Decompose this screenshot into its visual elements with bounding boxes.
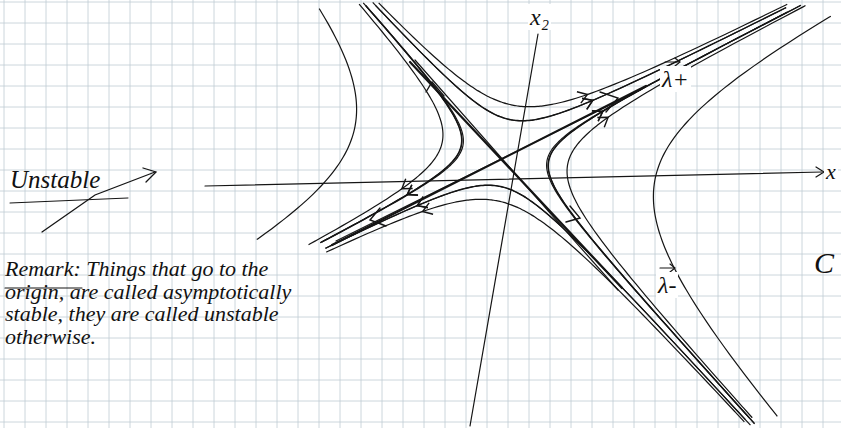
trajectory: [547, 12, 788, 424]
direction-arrow: [577, 92, 587, 103]
grid-line: [445, 0, 446, 428]
axis-label: x₂: [528, 4, 551, 30]
grid-line: [781, 0, 782, 428]
vector-arrow: [670, 264, 675, 272]
trajectory: [320, 3, 462, 243]
grid-line: [256, 0, 257, 428]
grid-line: [823, 0, 824, 428]
grid-line: [193, 0, 194, 428]
grid-line: [0, 191, 841, 192]
grid-line: [46, 0, 47, 428]
note-text: Remark: Things that go to the origin, ar…: [5, 258, 305, 348]
grid-line: [298, 0, 299, 428]
vector-arrow: [665, 61, 679, 62]
underline: [10, 198, 128, 203]
grid-line: [466, 0, 467, 428]
trajectory: [257, 9, 357, 240]
vector-arrow: [675, 58, 680, 66]
eigen-line: [332, 86, 646, 245]
grid-line: [0, 23, 841, 24]
grid-line: [109, 0, 110, 428]
grid-line: [739, 0, 740, 428]
trajectory: [548, 5, 801, 417]
trajectory: [309, 4, 443, 245]
grid-line: [0, 401, 841, 402]
trajectory: [653, 16, 830, 416]
grid-line: [214, 0, 215, 428]
trajectory: [326, 199, 744, 421]
axis-label: C: [814, 246, 834, 279]
grid-line: [277, 0, 278, 428]
grid-line: [487, 0, 488, 428]
trajectory: [320, 6, 461, 243]
trajectory: [325, 185, 745, 420]
grid-line: [802, 0, 803, 428]
grid-line: [592, 0, 593, 428]
grid-line: [0, 359, 841, 360]
grid-line: [718, 0, 719, 428]
trajectory: [375, 5, 786, 121]
grid-line: [382, 0, 383, 428]
grid-line: [235, 0, 236, 428]
grid-line: [0, 86, 841, 87]
grid-line: [0, 107, 841, 108]
direction-arrow: [407, 185, 418, 195]
trajectory: [379, 3, 788, 107]
direction-arrow: [582, 98, 593, 109]
direction-arrow: [566, 206, 580, 222]
direction-arrow: [582, 98, 593, 109]
grid-line: [634, 0, 635, 428]
grid-line: [0, 338, 841, 339]
grid-line: [151, 0, 152, 428]
grid-line: [613, 0, 614, 428]
x2-axis: [470, 34, 538, 426]
vector-arrow: [660, 267, 674, 268]
grid-line: [760, 0, 761, 428]
direction-arrow: [426, 82, 444, 96]
grid-line: [88, 0, 89, 428]
grid-line: [0, 2, 841, 3]
grid-line: [0, 233, 841, 234]
grid-line: [130, 0, 131, 428]
grid-line: [0, 170, 841, 171]
axis-arrowhead: [816, 167, 824, 177]
trajectory: [373, 2, 786, 120]
direction-arrow: [370, 208, 386, 226]
grid-line: [508, 0, 509, 428]
grid-line: [0, 149, 841, 150]
grid-line: [25, 0, 26, 428]
grid-line: [319, 0, 320, 428]
grid-line: [0, 422, 841, 423]
grid-line: [424, 0, 425, 428]
pointer-arrow: [143, 168, 156, 182]
direction-arrow: [600, 92, 618, 112]
eigen-line: [415, 60, 618, 290]
axis-label: λ+: [660, 66, 691, 92]
axis-label: x: [824, 160, 838, 184]
trajectory: [322, 5, 464, 242]
grid-line: [172, 0, 173, 428]
grid-line: [0, 128, 841, 129]
grid-line: [0, 254, 841, 255]
trajectory: [325, 185, 750, 425]
trajectories: [257, 2, 831, 425]
direction-arrow: [423, 203, 433, 214]
trajectory: [548, 5, 801, 423]
eigen-line: [336, 90, 640, 241]
grid-line: [340, 0, 341, 428]
axis-label: λ-: [656, 272, 678, 298]
pen-strokes: [5, 34, 824, 426]
annotation: Unstable: [10, 166, 100, 194]
direction-arrow: [407, 185, 418, 195]
grid-line: [4, 0, 5, 428]
grid-line: [403, 0, 404, 428]
